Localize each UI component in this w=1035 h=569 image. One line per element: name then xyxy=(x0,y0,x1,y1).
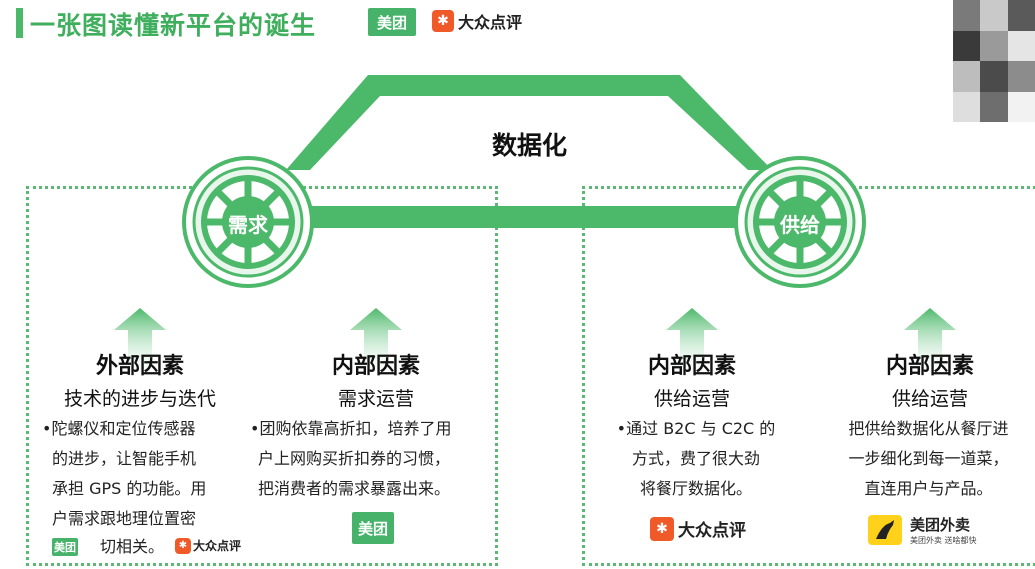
factor-3-title: 内部因素 xyxy=(647,354,736,379)
meituan-logo: 美团 xyxy=(352,512,394,544)
factor-2-line: •团购依靠高折扣，培养了用 xyxy=(250,419,452,438)
factor-1-line: 户需求跟地理位置密 xyxy=(52,509,197,528)
dianping-logo-text: 大众点评 xyxy=(458,13,523,32)
factor-4-line: 一步细化到每一道菜， xyxy=(848,449,1009,468)
factor-4-subtitle: 供给运营 xyxy=(891,388,968,410)
pixelated-image xyxy=(953,0,1035,122)
factor-1-line: •陀螺仪和定位传感器 xyxy=(42,419,196,438)
factor-4-body: 把供给数据化从餐厅进 一步细化到每一道菜， 直连用户与产品。 xyxy=(826,414,1031,504)
factor-1-subtitle: 技术的进步与迭代 xyxy=(63,388,216,410)
kangaroo-icon xyxy=(868,515,902,545)
waimai-slogan: 美团外卖 送啥都快 xyxy=(910,536,977,545)
factor-1-line: 的进步，让智能手机 xyxy=(52,449,197,468)
demand-label: 需求 xyxy=(228,213,268,237)
factor-3-line: •通过 B2C 与 C2C 的 xyxy=(616,419,776,438)
factor-2-title: 内部因素 xyxy=(331,354,420,379)
dianping-icon: ✱ xyxy=(432,10,454,32)
factor-3-body: •通过 B2C 与 C2C 的 方式，费了很大劲 将餐厅数据化。 xyxy=(596,414,796,504)
factor-2-subtitle: 需求运营 xyxy=(337,388,414,410)
supply-label: 供给 xyxy=(780,213,820,237)
factor-2-body: •团购依靠高折扣，培养了用 户上网购买折扣券的习惯， 把消费者的需求暴露出来。 xyxy=(250,414,495,504)
factor-4-title: 内部因素 xyxy=(885,354,974,379)
arrow-2 xyxy=(350,308,402,380)
dianping-icon: ✱ xyxy=(650,516,674,541)
dianping-logo-text: 大众点评 xyxy=(678,521,746,541)
factor-1-line: 承担 GPS 的功能。用 xyxy=(52,479,207,498)
factor-1-line: 切相关。 xyxy=(100,537,165,556)
factor-4-line: 直连用户与产品。 xyxy=(864,479,993,498)
meituan-logo: 美团 xyxy=(52,538,78,556)
demand-wheel xyxy=(182,156,314,288)
meituan-waimai-logo: 美团外卖 美团外卖 送啥都快 xyxy=(868,514,977,546)
axle-bar xyxy=(300,206,760,228)
factor-3-subtitle: 供给运营 xyxy=(653,388,730,410)
dianping-logo: ✱ 大众点评 xyxy=(650,516,746,541)
title-accent-bar xyxy=(16,8,23,38)
factor-1-title: 外部因素 xyxy=(95,354,184,379)
factor-4-line: 把供给数据化从餐厅进 xyxy=(848,419,1009,438)
factor-1-body: •陀螺仪和定位传感器 的进步，让智能手机 承担 GPS 的功能。用 户需求跟地理… xyxy=(42,414,242,534)
dianping-logo: ✱ 大众点评 xyxy=(175,537,241,554)
dianping-icon: ✱ xyxy=(175,537,191,554)
meituan-logo: 美团 xyxy=(368,8,416,36)
factor-3-line: 方式，费了很大劲 xyxy=(631,449,760,468)
arrow-1 xyxy=(114,308,166,380)
digitization-label: 数据化 xyxy=(492,131,568,160)
factor-3-line: 将餐厅数据化。 xyxy=(639,479,752,498)
factor-2-line: 把消费者的需求暴露出来。 xyxy=(258,479,451,498)
car-roof xyxy=(286,75,772,170)
factor-2-line: 户上网购买折扣券的习惯， xyxy=(258,449,451,468)
arrow-3 xyxy=(666,308,718,380)
supply-wheel xyxy=(734,156,866,288)
dianping-logo-text: 大众点评 xyxy=(193,539,242,553)
arrow-4 xyxy=(904,308,956,380)
page-title: 一张图读懂新平台的诞生 xyxy=(30,11,317,40)
waimai-logo-text: 美团外卖 xyxy=(910,516,971,534)
dianping-logo: ✱ 大众点评 xyxy=(432,9,522,33)
